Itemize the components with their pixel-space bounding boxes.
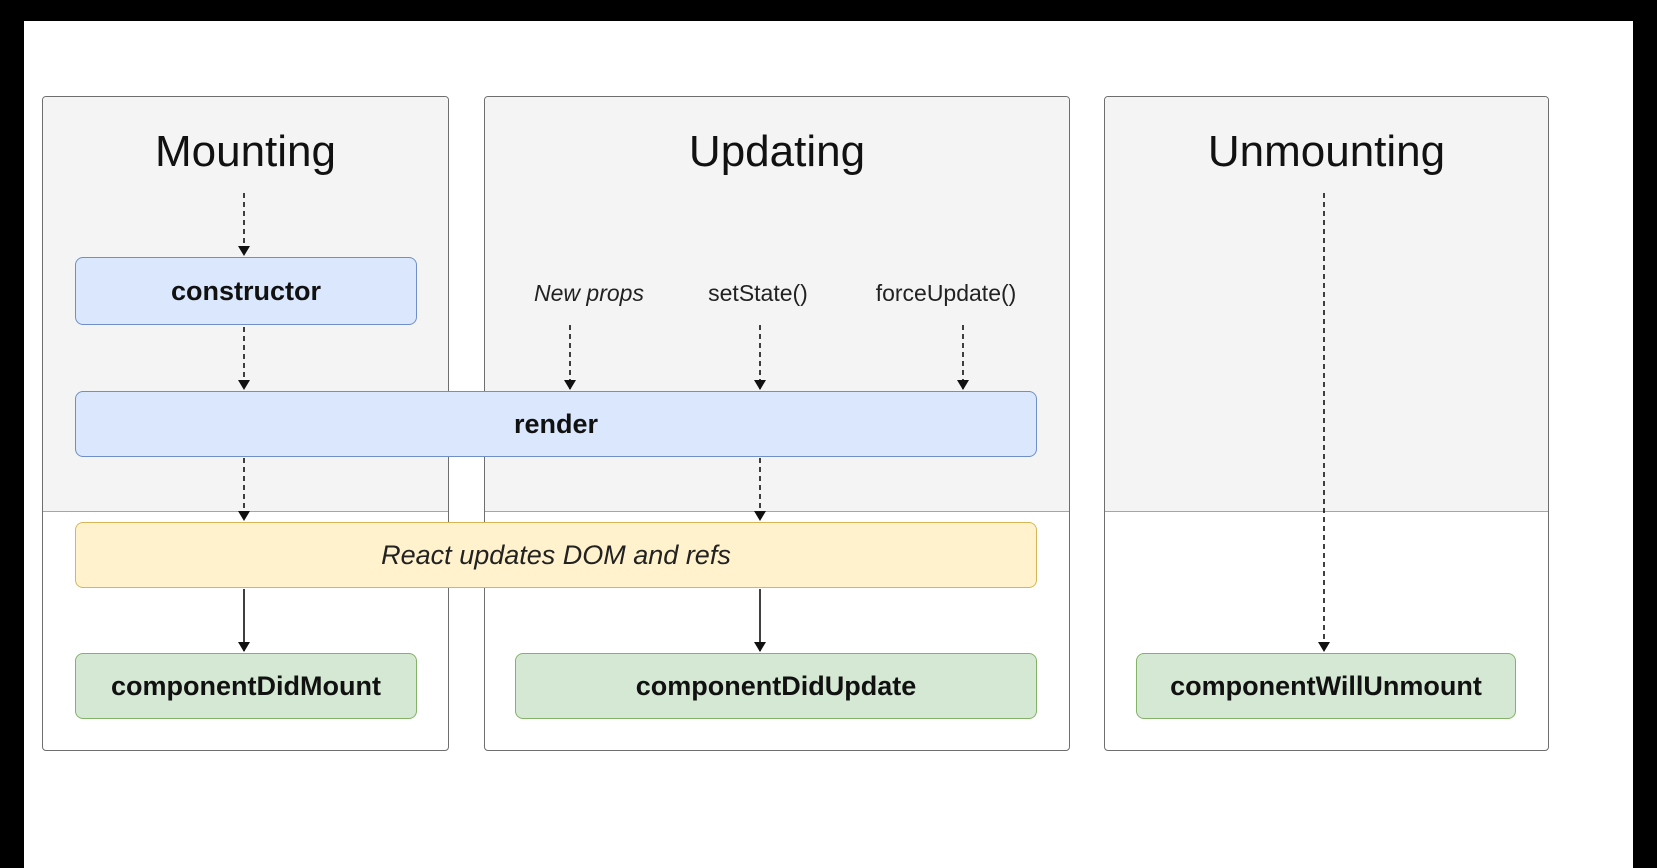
constructor-box: constructor: [75, 257, 417, 325]
lifecycle-diagram: Mounting Updating Unmounting New props s…: [24, 21, 1633, 868]
render-box: render: [75, 391, 1037, 457]
unmounting-panel-upper-section: [1105, 97, 1548, 512]
trigger-new-props: New props: [534, 280, 644, 306]
unmounting-panel: Unmounting: [1104, 96, 1549, 751]
unmounting-title: Unmounting: [1207, 127, 1446, 176]
trigger-set-state: setState(): [708, 280, 808, 306]
component-will-unmount-box: componentWillUnmount: [1136, 653, 1516, 719]
component-did-mount-box: componentDidMount: [75, 653, 417, 719]
trigger-force-update: forceUpdate(): [875, 280, 1017, 306]
dom-update-box: React updates DOM and refs: [75, 522, 1037, 588]
mounting-title: Mounting: [154, 127, 336, 176]
component-did-update-box: componentDidUpdate: [515, 653, 1037, 719]
updating-title: Updating: [688, 127, 866, 176]
